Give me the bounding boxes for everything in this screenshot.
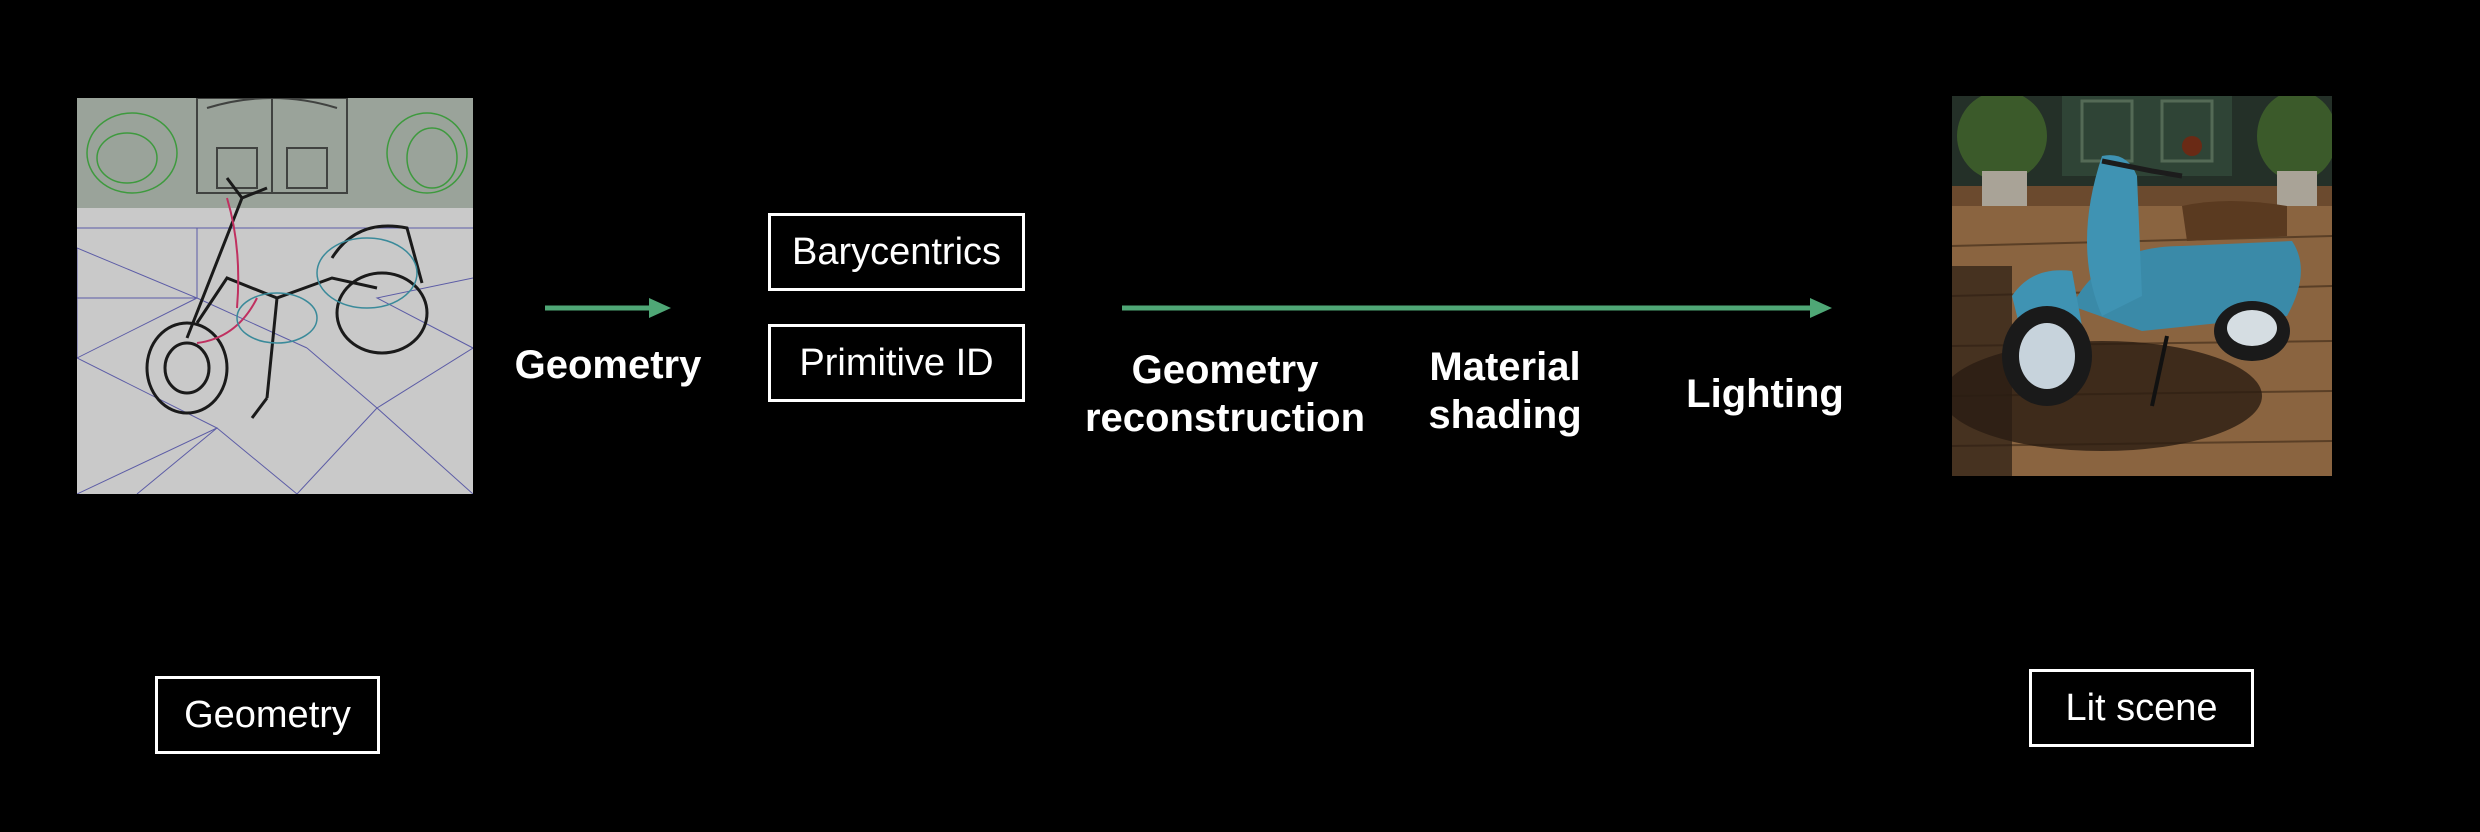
geometry-reconstruction-line1: Geometry [1131,348,1319,392]
scooter-lit-icon [1952,96,2332,476]
scooter-wireframe-icon [77,98,473,494]
geometry-reconstruction-line2: reconstruction [1084,396,1366,440]
barycentrics-label: Barycentrics [791,230,1002,273]
primitive-id-label: Primitive ID [799,341,994,384]
lighting-label: Lighting [1660,370,1870,418]
geometry-reconstruction-label: Geometry reconstruction [1075,346,1375,442]
lit-scene-caption-box: Lit scene [2029,669,2254,747]
material-shading-label: Material shading [1395,343,1615,439]
material-shading-line2: shading [1428,393,1582,437]
geometry-caption-box: Geometry [155,676,380,754]
material-shading-line1: Material [1429,345,1581,389]
lit-scene-caption-label: Lit scene [2065,686,2218,729]
geometry-caption-label: Geometry [184,693,351,736]
barycentrics-box: Barycentrics [768,213,1025,291]
primitive-id-box: Primitive ID [768,324,1025,402]
lighting-label-text: Lighting [1686,372,1844,416]
geometry-arrow-label: Geometry [505,341,711,389]
geometry-wireframe-image [77,98,473,494]
geometry-arrow-label-text: Geometry [514,343,702,387]
geometry-arrow [545,298,671,318]
pipeline-arrow [1122,298,1832,318]
lit-scene-image [1952,96,2332,476]
